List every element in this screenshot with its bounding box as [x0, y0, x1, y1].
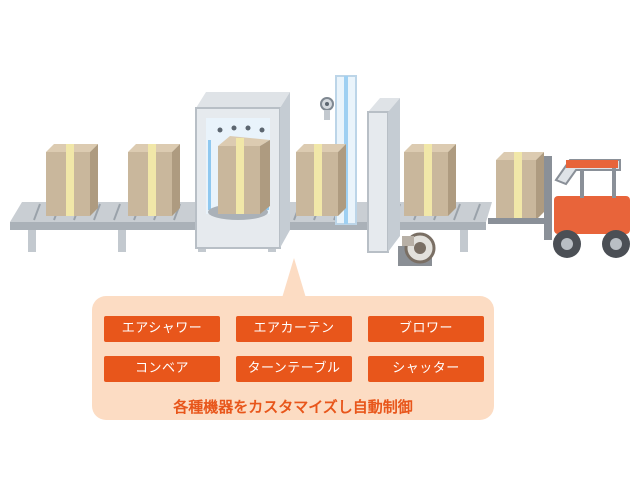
forklift-icon: [488, 156, 630, 258]
tag-air-curtain: エアカーテン: [236, 316, 352, 342]
cardboard-box-icon: [296, 144, 346, 216]
shutter-icon: [367, 98, 400, 253]
callout-pointer: [282, 258, 306, 298]
tag-turntable: ターンテーブル: [236, 356, 352, 382]
cardboard-box-icon: [496, 152, 544, 220]
cardboard-boxes: [46, 136, 544, 220]
tag-air-shower: エアシャワー: [104, 316, 220, 342]
production-line-illustration: [10, 75, 630, 266]
cardboard-box-icon: [218, 136, 270, 214]
tag-conveyor: コンベア: [104, 356, 220, 382]
cardboard-box-icon: [46, 144, 98, 216]
callout-caption: 各種機器をカスタマイズし自動制御: [173, 398, 413, 416]
tag-blower: ブロワー: [368, 316, 484, 342]
tag-shutter: シャッター: [368, 356, 484, 382]
cardboard-box-icon: [404, 144, 456, 216]
blower-icon: [398, 232, 436, 266]
cardboard-box-icon: [128, 144, 180, 216]
